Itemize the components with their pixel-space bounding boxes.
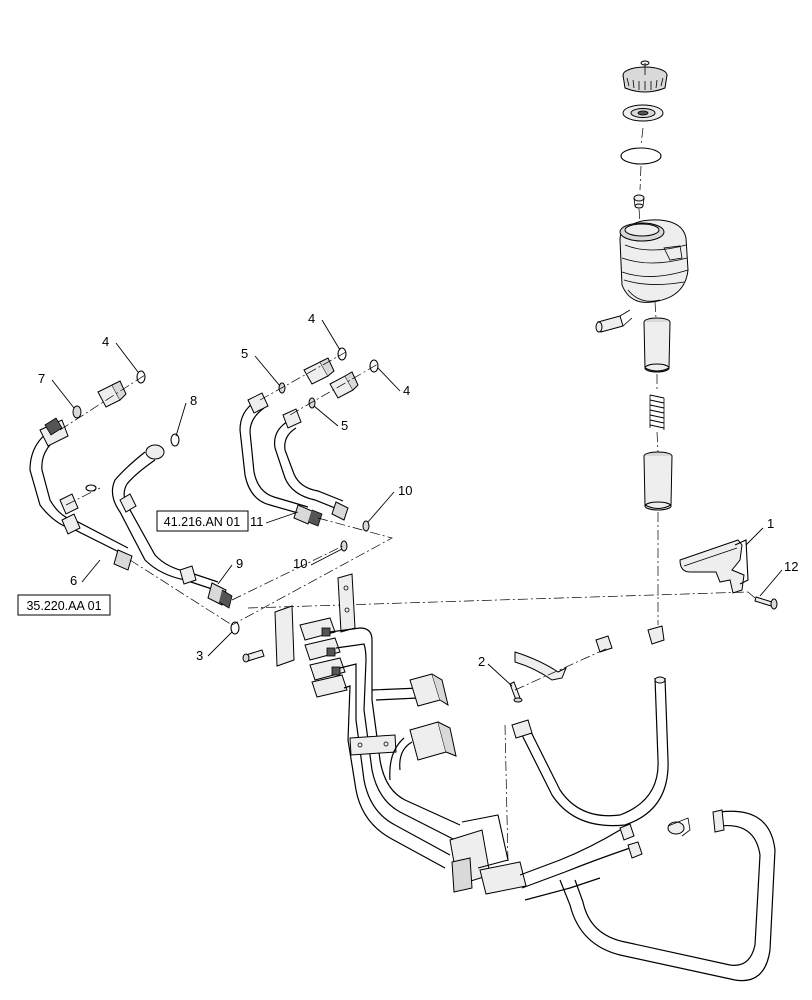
reservoir-return-hose[interactable] — [511, 676, 669, 827]
callout-10-lower: 10 — [293, 556, 307, 571]
hydraulic-reservoir[interactable] — [619, 219, 689, 303]
suction-hose-clamp[interactable] — [667, 817, 691, 837]
o-ring-4-upper — [337, 347, 347, 361]
reservoir-cap[interactable] — [622, 60, 668, 93]
callout-5-upper: 5 — [241, 346, 248, 361]
seal-ring-10-lower — [340, 540, 348, 552]
o-ring-4-right — [369, 359, 379, 373]
reservoir-cap-insert[interactable] — [622, 104, 664, 122]
callout-11: 11 — [250, 514, 264, 529]
pipe-bracket — [349, 734, 397, 756]
reservoir-o-ring — [620, 147, 662, 165]
callout-5-lower: 5 — [341, 418, 348, 433]
callout-4-left: 4 — [102, 334, 109, 349]
filter-element-lower — [643, 451, 673, 511]
callout-4-right: 4 — [403, 383, 410, 398]
bracket-bolt[interactable] — [754, 596, 778, 610]
seal-ring-10-upper — [362, 520, 370, 532]
reference-text-lift: 35.220.AA 01 — [26, 599, 101, 613]
clamp-spacer — [595, 625, 665, 653]
callout-group: 1 2 3 4 4 4 5 5 6 7 8 9 10 10 11 12 — [38, 311, 798, 687]
callout-10-upper: 10 — [398, 483, 412, 498]
mounting-plate — [337, 573, 356, 633]
coupler-block — [274, 605, 295, 667]
hose-assembly-6[interactable] — [29, 419, 133, 571]
tee-fitting-left[interactable] — [59, 484, 97, 515]
callout-1: 1 — [767, 516, 774, 531]
callout-6: 6 — [70, 573, 77, 588]
hose-assembly-9[interactable] — [111, 444, 219, 591]
o-ring-8 — [170, 433, 180, 447]
hose-assembly-11[interactable] — [239, 392, 323, 527]
upper-valve-block[interactable] — [409, 673, 449, 707]
o-ring-3 — [230, 621, 240, 635]
callout-2: 2 — [478, 654, 485, 669]
reference-box-hydraulic[interactable]: 41.216.AN 01 — [156, 510, 249, 532]
seal-ring-7 — [72, 405, 82, 419]
adapter-fitting-left[interactable] — [97, 380, 127, 408]
callout-8: 8 — [190, 393, 197, 408]
filter-spring — [649, 394, 665, 430]
callout-12: 12 — [784, 559, 798, 574]
callout-4-upper: 4 — [308, 311, 315, 326]
hose-clamp[interactable] — [514, 651, 567, 681]
lower-valve-block[interactable] — [389, 721, 457, 781]
filter-element-upper — [643, 317, 671, 373]
hose-6-fitting-top — [44, 417, 63, 436]
clamp-bolt[interactable] — [509, 681, 523, 703]
callout-3: 3 — [196, 648, 203, 663]
reservoir-bracket[interactable] — [679, 539, 749, 594]
o-ring-4-left — [136, 370, 146, 384]
callout-9: 9 — [236, 556, 243, 571]
callout-7: 7 — [38, 371, 45, 386]
reference-box-lift[interactable]: 35.220.AA 01 — [17, 594, 111, 616]
hose-9-end-fitting[interactable] — [207, 582, 233, 609]
adapter-fitting-lower[interactable] — [329, 371, 359, 399]
coupler-bolt[interactable] — [242, 649, 265, 663]
reservoir-outlet-fitting — [595, 309, 633, 333]
quick-couplers[interactable] — [299, 617, 348, 698]
seal-ring-5-lower — [308, 397, 316, 409]
reference-text-hydraulic: 41.216.AN 01 — [164, 515, 240, 529]
manifold-hoses — [519, 823, 643, 901]
suction-hose[interactable] — [559, 809, 776, 982]
hose-assembly-lower-middle[interactable] — [273, 408, 349, 521]
adapter-fitting-upper[interactable] — [303, 357, 335, 385]
reservoir-vent — [633, 194, 645, 209]
manifold-block[interactable] — [449, 814, 527, 895]
